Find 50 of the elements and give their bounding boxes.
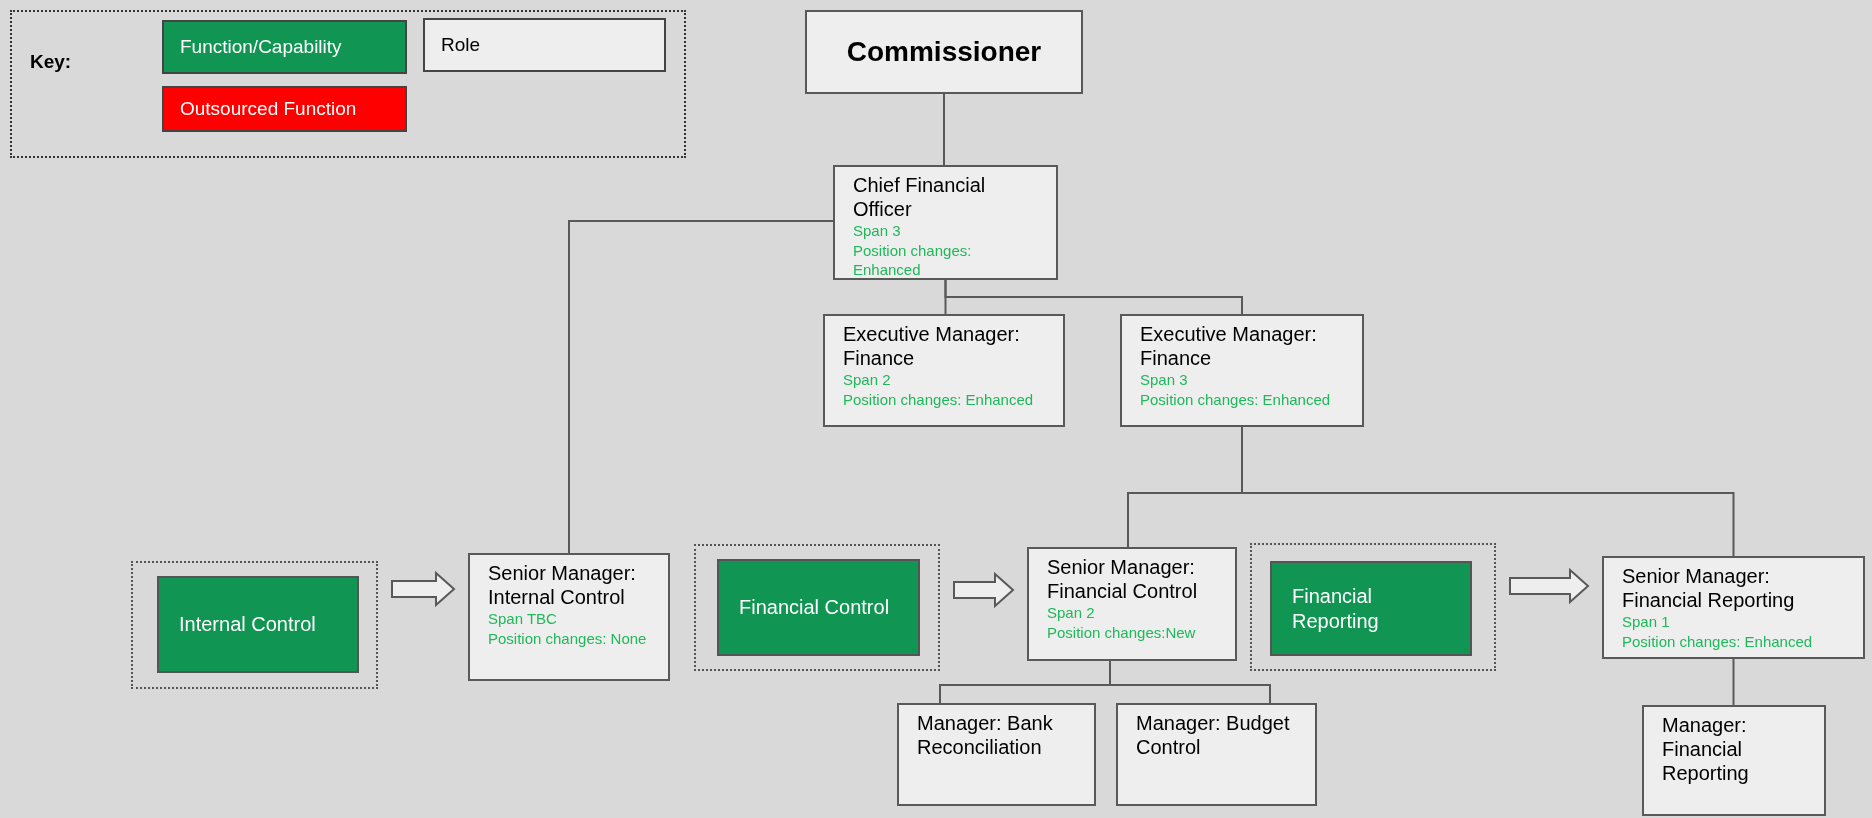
connector-line bbox=[568, 220, 834, 554]
connector-line bbox=[944, 279, 1243, 315]
role-box bbox=[1602, 556, 1865, 659]
dotted-frame bbox=[131, 561, 378, 689]
connector-line bbox=[1109, 660, 1271, 704]
role-box bbox=[1120, 314, 1364, 427]
legend-title: Key: bbox=[30, 50, 72, 74]
role-detail: Position changes: Enhanced bbox=[1622, 631, 1814, 651]
connector-line bbox=[943, 93, 945, 166]
role-detail: Span 1 bbox=[1622, 612, 1671, 632]
role-title: Chief Financial Officer bbox=[853, 173, 987, 221]
role-box bbox=[1116, 703, 1317, 806]
role-box bbox=[897, 703, 1096, 806]
connector-line bbox=[1732, 658, 1735, 706]
role-box bbox=[823, 314, 1065, 427]
role-box bbox=[1027, 547, 1237, 661]
role-title: Senior Manager: Financial Reporting bbox=[1622, 564, 1796, 612]
role-title: Executive Manager: Finance bbox=[843, 322, 1021, 370]
role-title: Senior Manager: Financial Control bbox=[1047, 555, 1199, 603]
function-box: Financial Control bbox=[717, 559, 920, 656]
block-arrow bbox=[953, 571, 1015, 609]
role-title: Senior Manager: Internal Control bbox=[488, 561, 637, 609]
function-box: Internal Control bbox=[157, 576, 359, 673]
role-detail: Span 2 bbox=[843, 370, 892, 390]
legend-swatch: Function/Capability bbox=[162, 20, 407, 74]
role-box bbox=[805, 10, 1083, 94]
role-title: Executive Manager: Finance bbox=[1140, 322, 1318, 370]
role-title: Manager: Budget Control bbox=[1136, 711, 1291, 759]
role-detail: Span 3 bbox=[853, 221, 902, 241]
function-box: Financial Reporting bbox=[1270, 561, 1472, 656]
role-detail: Position changes: Enhanced bbox=[1140, 389, 1332, 409]
role-box bbox=[833, 165, 1058, 280]
role-detail: Position changes: Enhanced bbox=[853, 240, 973, 280]
block-arrow bbox=[391, 570, 456, 608]
role-box bbox=[468, 553, 670, 681]
legend-swatch: Outsourced Function bbox=[162, 86, 407, 132]
role-box bbox=[1642, 705, 1826, 816]
role-title: Commissioner bbox=[846, 35, 1042, 69]
role-detail: Position changes:New bbox=[1047, 622, 1197, 642]
role-detail: Span TBC bbox=[488, 609, 558, 629]
role-title: Manager: Financial Reporting bbox=[1662, 713, 1750, 785]
block-arrow bbox=[1509, 567, 1590, 605]
dotted-frame bbox=[694, 544, 940, 671]
role-detail: Position changes: Enhanced bbox=[843, 389, 1035, 409]
role-detail: Span 3 bbox=[1140, 370, 1189, 390]
role-detail: Position changes: None bbox=[488, 628, 648, 648]
legend-swatch: Role bbox=[423, 18, 666, 72]
role-title: Manager: Bank Reconciliation bbox=[917, 711, 1054, 759]
role-detail: Span 2 bbox=[1047, 603, 1096, 623]
dotted-frame bbox=[1250, 543, 1496, 671]
